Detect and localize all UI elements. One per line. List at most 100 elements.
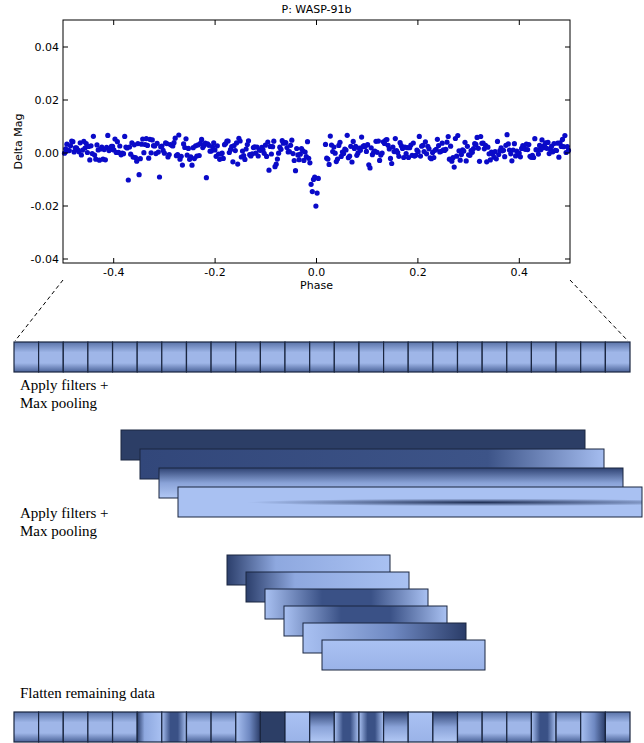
cell [334, 342, 359, 372]
data-point [440, 141, 445, 146]
cell [211, 342, 236, 372]
data-point [396, 154, 401, 159]
data-point [452, 165, 457, 170]
data-point [289, 138, 294, 143]
axes-frame [63, 20, 570, 263]
data-point [307, 160, 312, 165]
cell [137, 342, 162, 372]
data-point [337, 140, 342, 145]
data-point [431, 155, 436, 160]
data-point [347, 154, 352, 159]
data-point [167, 152, 172, 157]
tick-label: 0.2 [409, 266, 427, 279]
cell [482, 342, 507, 372]
data-point [105, 133, 110, 138]
data-point [525, 147, 530, 152]
data-point [423, 139, 428, 144]
cell [39, 712, 64, 742]
tick [519, 20, 520, 25]
data-point [446, 134, 451, 139]
data-point [87, 157, 92, 162]
data-point [562, 133, 567, 138]
tick [63, 259, 68, 260]
cell [334, 712, 359, 742]
cell [137, 712, 162, 742]
data-point [171, 140, 176, 145]
tick [215, 20, 216, 25]
data-point [121, 151, 126, 156]
data-point [388, 156, 393, 161]
data-point [393, 136, 398, 141]
data-point [476, 146, 481, 151]
data-point [264, 154, 269, 159]
data-point [288, 143, 293, 148]
data-point [180, 163, 185, 168]
data-point [269, 151, 274, 156]
data-point [265, 139, 270, 144]
data-point [137, 172, 142, 177]
data-point [256, 153, 261, 158]
tick [63, 153, 68, 154]
tick [113, 20, 114, 25]
tick-label: -0.2 [204, 266, 225, 279]
cell [63, 342, 88, 372]
data-point [345, 133, 350, 138]
data-point [416, 149, 421, 154]
cell [113, 712, 138, 742]
data-point [233, 148, 238, 153]
data-point [389, 161, 394, 166]
cell [581, 712, 606, 742]
data-point [226, 138, 231, 143]
data-point [376, 139, 381, 144]
cell [408, 342, 433, 372]
data-point [138, 156, 143, 161]
data-point [141, 150, 146, 155]
cell [458, 342, 483, 372]
tick-label: -0.02 [31, 200, 59, 213]
data-point [364, 149, 369, 154]
data-point [278, 147, 283, 152]
data-point [509, 158, 514, 163]
data-point [306, 156, 311, 161]
tick [113, 258, 114, 263]
feature-map [322, 640, 485, 670]
data-point [380, 150, 385, 155]
data-point [79, 152, 84, 157]
data-point [505, 132, 510, 137]
data-point [384, 137, 389, 142]
cell [236, 712, 261, 742]
data-point [197, 153, 202, 158]
data-point [417, 134, 422, 139]
cell [285, 712, 310, 742]
data-point [501, 148, 506, 153]
data-point [506, 141, 511, 146]
data-point [367, 165, 372, 170]
tick-label: 0.4 [511, 266, 529, 279]
cell [605, 342, 630, 372]
data-point [554, 148, 559, 153]
data-point [310, 189, 315, 194]
data-point [215, 143, 220, 148]
data-point [266, 168, 271, 173]
input-row [14, 342, 630, 372]
cell [359, 342, 384, 372]
data-point [156, 150, 161, 155]
data-point [204, 175, 209, 180]
data-point [94, 142, 99, 147]
tick [519, 258, 520, 263]
cell [14, 342, 39, 372]
axis-label: Delta Mag [12, 113, 25, 169]
data-point [238, 138, 243, 143]
data-point [512, 141, 517, 146]
data-point [242, 157, 247, 162]
data-point [275, 157, 280, 162]
data-point [526, 142, 531, 147]
data-point [495, 139, 500, 144]
data-point [303, 149, 308, 154]
cell [408, 712, 433, 742]
tick [316, 258, 317, 263]
cell [531, 712, 556, 742]
tick [215, 258, 216, 263]
cell [556, 712, 581, 742]
data-point [103, 157, 108, 162]
